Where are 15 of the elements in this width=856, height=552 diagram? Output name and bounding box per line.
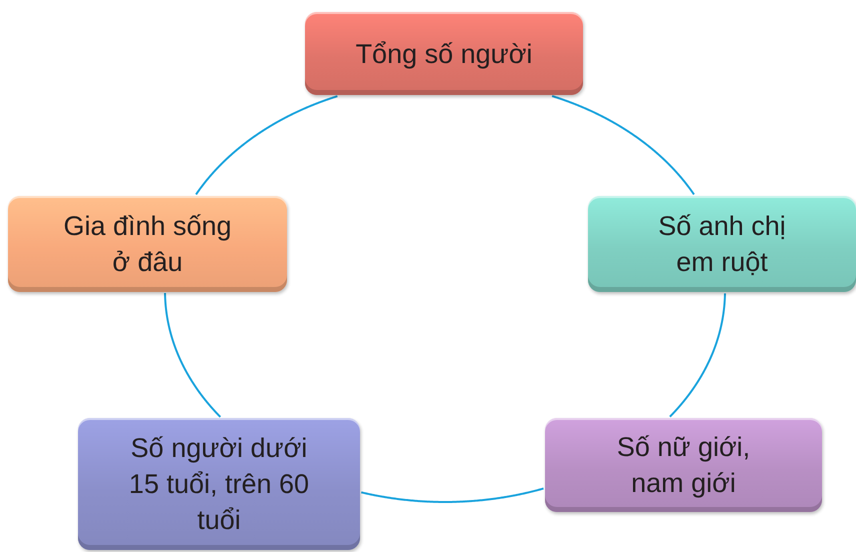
topic-box	[545, 418, 822, 512]
connector-line	[669, 292, 726, 418]
box-label: Số anh chị em ruột	[657, 210, 787, 279]
topic-box	[588, 196, 856, 292]
connector-line	[552, 95, 695, 196]
connector-line	[195, 95, 338, 195]
connector-line	[164, 292, 222, 418]
connector-line	[361, 488, 544, 503]
box-label: Số nữ giới, nam giới	[616, 431, 752, 500]
topic-box	[305, 12, 583, 95]
box-label: Số người dưới 15 tuổi, trên 60 tuổi	[128, 432, 310, 537]
box-label: Tổng số người	[356, 38, 532, 71]
topic-box	[78, 418, 360, 550]
topic-box	[8, 196, 287, 292]
box-label: Gia đình sống ở đâu	[62, 210, 233, 279]
